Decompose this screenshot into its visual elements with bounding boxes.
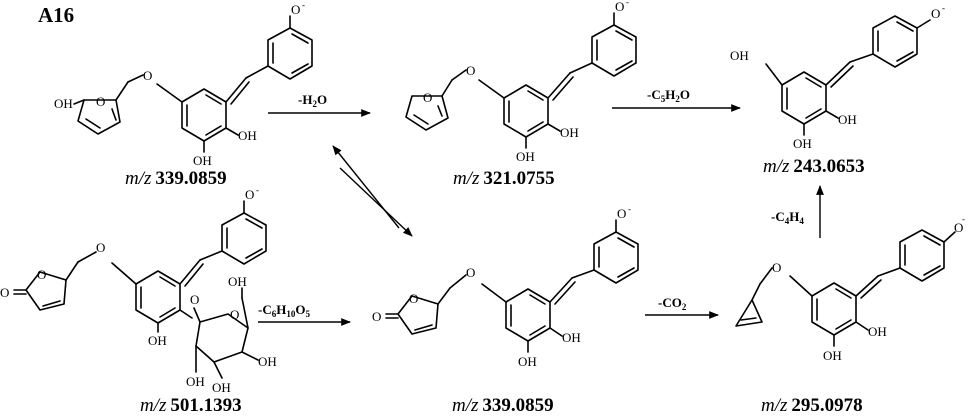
glycosidic-oxygen-4: O bbox=[190, 292, 199, 307]
sugar-ring-oxygen-4: O bbox=[230, 307, 239, 322]
lactone-oxygen-5: O bbox=[409, 291, 418, 306]
ether-oxygen-1: O bbox=[143, 68, 152, 83]
scheme-title: A16 bbox=[38, 3, 74, 27]
carbonyl-oxygen-5: O bbox=[372, 309, 381, 324]
hydroxyl-3b: OH bbox=[793, 136, 812, 151]
phenolate-oxygen-2: O bbox=[615, 0, 624, 14]
phenolate-oxygen-3: O bbox=[931, 6, 940, 21]
hydroxyl-6b: OH bbox=[823, 348, 842, 363]
ether-oxygen-5: O bbox=[466, 265, 475, 280]
phenolate-charge-5: - bbox=[628, 204, 631, 214]
hydroxyl-5b: OH bbox=[518, 354, 537, 369]
phenolate-oxygen-6: O bbox=[954, 220, 963, 235]
arrow-1-to-5 bbox=[339, 167, 413, 237]
compound-structure-2: O - OH OH O O bbox=[405, 0, 637, 164]
arrow-5-to-1 bbox=[332, 145, 400, 229]
ether-oxygen-6: O bbox=[772, 260, 781, 275]
hydroxyl-4a: OH bbox=[148, 333, 167, 348]
phenolate-charge-1: - bbox=[302, 0, 305, 10]
hydroxyl-1b: OH bbox=[193, 153, 212, 168]
phenolate-oxygen-1: O bbox=[291, 2, 300, 17]
compound-label-6: m/z 295.0978 bbox=[761, 395, 863, 416]
lactone-oxygen-4: O bbox=[37, 267, 46, 282]
hydroxyl-4d: OH bbox=[186, 374, 205, 389]
loss-label-c5h2o: -C5H2O bbox=[647, 87, 690, 104]
hydroxyl-3a: OH bbox=[838, 112, 857, 127]
phenolate-charge-6: - bbox=[962, 214, 965, 224]
hydroxyl-2b: OH bbox=[516, 149, 535, 164]
compound-label-4: m/z 501.1393 bbox=[140, 395, 242, 416]
hydroxyl-5a: OH bbox=[562, 330, 581, 345]
phenolate-oxygen-4: O bbox=[245, 187, 254, 202]
hydroxymethyl-4: OH bbox=[228, 274, 247, 289]
loss-label-c4h4: -C4H4 bbox=[771, 209, 804, 226]
compound-label-1: m/z 339.0859 bbox=[125, 168, 227, 189]
carbonyl-oxygen-4: O bbox=[0, 285, 9, 300]
compound-label-2: m/z 321.0755 bbox=[453, 168, 555, 189]
loss-label-co2: -CO2 bbox=[658, 295, 687, 312]
furan-oxygen-1: O bbox=[96, 94, 105, 109]
compound-label-3: m/z 243.0653 bbox=[763, 156, 865, 177]
hydroxyl-3c: OH bbox=[730, 48, 749, 63]
furan-oxygen-2: O bbox=[423, 90, 432, 105]
hydroxyl-4b: OH bbox=[258, 354, 277, 369]
loss-label-h2o: -H2O bbox=[298, 92, 327, 109]
phenolate-charge-2: - bbox=[626, 0, 629, 7]
phenolate-charge-3: - bbox=[942, 3, 945, 13]
hydroxyl-1c: OH bbox=[54, 96, 73, 111]
compound-label-5: m/z 339.0859 bbox=[452, 395, 554, 416]
loss-label-c6h10o5: -C6H10O5 bbox=[258, 302, 310, 319]
compound-structure-3: O - OH OH OH bbox=[730, 3, 945, 151]
hydroxyl-4c: OH bbox=[212, 380, 231, 395]
compound-structure-1: O - OH OH O O OH bbox=[54, 0, 313, 168]
phenolate-oxygen-5: O bbox=[617, 206, 626, 221]
hydroxyl-1a: OH bbox=[238, 128, 257, 143]
hydroxyl-2a: OH bbox=[560, 125, 579, 140]
ether-oxygen-4: O bbox=[96, 240, 105, 255]
compound-structure-5: O - OH OH O O O bbox=[372, 204, 639, 369]
compound-structure-6: O - OH OH O bbox=[735, 214, 965, 363]
compound-structure-4: O - OH O O O O O OH OH OH OH bbox=[0, 185, 277, 395]
ether-oxygen-2: O bbox=[466, 63, 475, 78]
phenolate-charge-4: - bbox=[256, 185, 259, 195]
hydroxyl-6a: OH bbox=[868, 324, 887, 339]
